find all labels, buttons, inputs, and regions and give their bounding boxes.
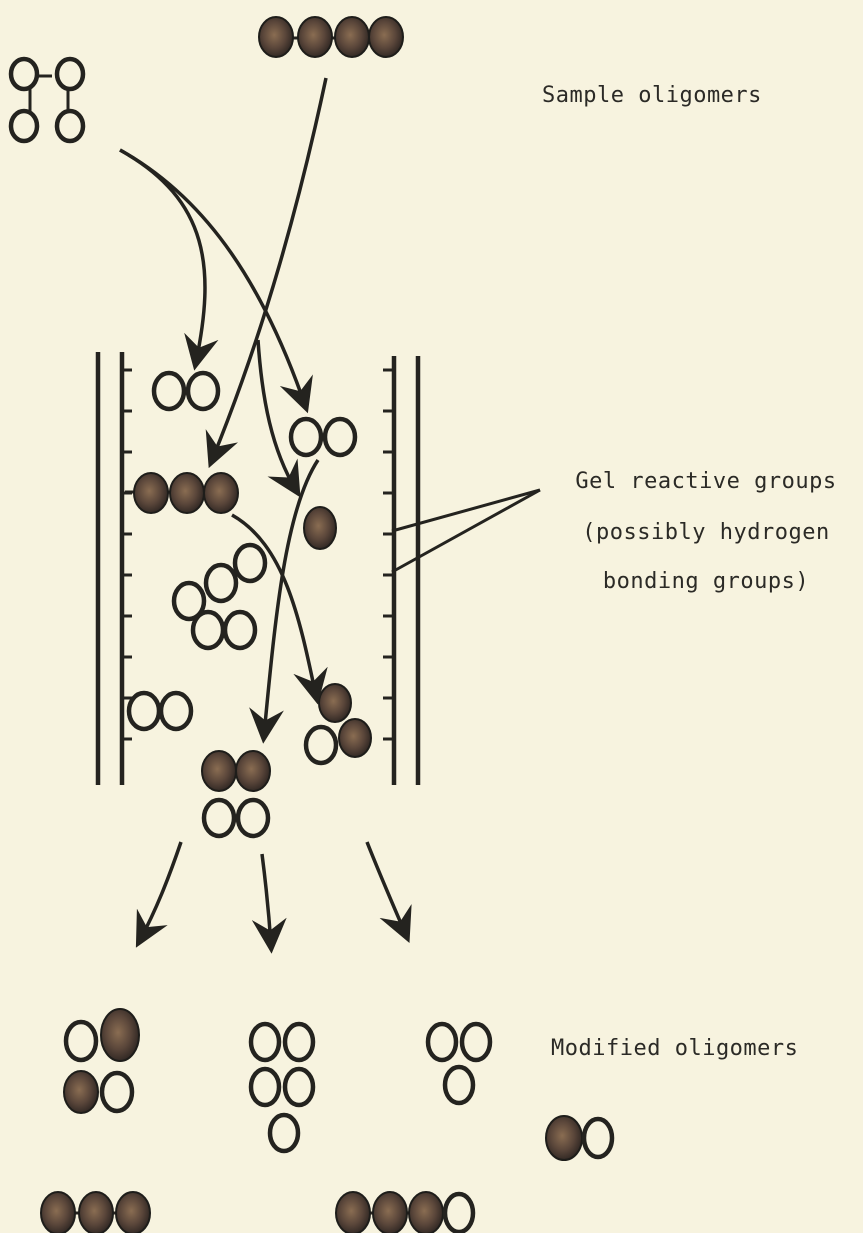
modified-oligomer-open-hexamer bbox=[251, 1024, 313, 1151]
gel-reactive-groups-label: Gel reactive groups bbox=[549, 469, 863, 494]
modified-oligomer-mixed-dimer bbox=[546, 1116, 612, 1160]
gel-column-left-wall bbox=[98, 352, 132, 785]
gel-open-dimer-2 bbox=[291, 419, 355, 455]
sample-oligomer-open-square bbox=[11, 59, 83, 141]
gel-reactive-groups-note-line2: bonding groups) bbox=[549, 569, 863, 594]
gel-filled-trimer bbox=[125, 473, 238, 513]
sample-oligomers-label: Sample oligomers bbox=[542, 83, 762, 108]
gel-filled-monomer bbox=[304, 507, 336, 549]
modified-oligomer-filled-trimer bbox=[41, 1192, 150, 1233]
modified-oligomers-label: Modified oligomers bbox=[551, 1036, 798, 1061]
exit-arrows bbox=[140, 842, 406, 945]
gel-open-dimer-3 bbox=[129, 693, 191, 729]
sample-oligomer-filled-tetramer bbox=[259, 17, 403, 57]
modified-oligomer-mixed-tetramer-chain bbox=[336, 1192, 473, 1233]
gel-open-pentamer bbox=[174, 545, 265, 648]
modified-oligomer-mixed-tetramer bbox=[64, 1009, 139, 1113]
gel-mixed-tetramer bbox=[202, 751, 270, 836]
gel-column-right-wall bbox=[383, 356, 418, 785]
reactive-group-callout-lines bbox=[392, 490, 540, 572]
gel-arrows bbox=[232, 460, 318, 735]
modified-oligomer-open-trimer bbox=[428, 1024, 490, 1103]
gel-open-dimer-1 bbox=[154, 373, 218, 409]
gel-reactive-groups-note-line1: (possibly hydrogen bbox=[549, 520, 863, 545]
